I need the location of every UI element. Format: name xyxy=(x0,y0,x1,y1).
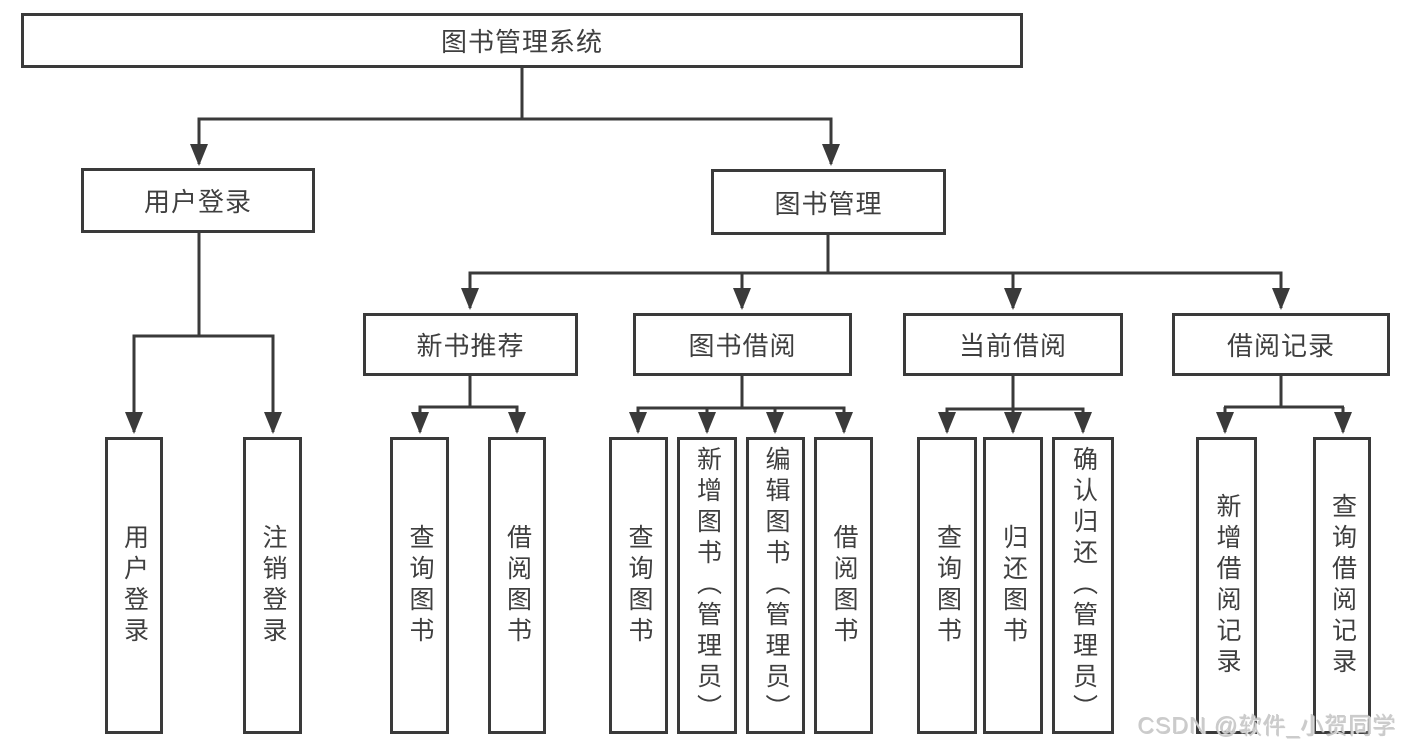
node-label: 借阅图书 xyxy=(830,523,858,648)
node-add-borrow-record: 新增借阅记录 xyxy=(1196,437,1257,734)
node-label: 新增借阅记录 xyxy=(1213,492,1241,679)
node-label: 新书推荐 xyxy=(416,331,525,361)
node-query-books-current: 查询图书 xyxy=(917,437,977,734)
node-query-borrow-record: 查询借阅记录 xyxy=(1313,437,1371,734)
node-label: 编辑图书（管理员） xyxy=(762,446,790,725)
node-label: 查询借阅记录 xyxy=(1328,492,1357,679)
node-edit-book-admin: 编辑图书（管理员） xyxy=(746,437,805,734)
node-return-book: 归还图书 xyxy=(983,437,1043,734)
node-borrow-records: 借阅记录 xyxy=(1172,313,1390,376)
node-label: 查询图书 xyxy=(406,523,434,648)
node-user-login: 用户登录 xyxy=(81,168,315,233)
node-book-borrowing: 图书借阅 xyxy=(633,313,852,376)
node-label: 借阅记录 xyxy=(1226,331,1335,361)
node-label: 确认归还（管理员） xyxy=(1069,446,1098,725)
node-label: 注销登录 xyxy=(259,523,287,648)
node-logout: 注销登录 xyxy=(243,437,302,734)
node-label: 用户登录 xyxy=(120,523,149,648)
node-borrow-books-recommend: 借阅图书 xyxy=(488,437,546,734)
node-label: 查询图书 xyxy=(933,523,962,648)
node-borrow-books: 借阅图书 xyxy=(814,437,873,734)
node-book-management: 图书管理 xyxy=(711,169,946,235)
node-label: 图书管理 xyxy=(774,188,883,219)
node-label: 新增图书（管理员） xyxy=(693,446,722,725)
node-label: 图书借阅 xyxy=(688,331,797,361)
node-label: 用户登录 xyxy=(143,187,252,217)
node-label: 查询图书 xyxy=(625,523,653,648)
csdn-watermark: CSDN @软件_小贺同学 xyxy=(1138,713,1397,739)
node-query-books-recommend: 查询图书 xyxy=(390,437,449,734)
node-label: 归还图书 xyxy=(999,523,1028,648)
node-label: 当前借阅 xyxy=(958,331,1067,361)
node-query-books-borrow: 查询图书 xyxy=(609,437,668,734)
node-user-login-leaf: 用户登录 xyxy=(105,437,163,734)
node-add-book-admin: 新增图书（管理员） xyxy=(677,437,737,734)
node-label: 借阅图书 xyxy=(503,523,532,648)
node-label: 图书管理系统 xyxy=(440,27,603,57)
node-confirm-return-admin: 确认归还（管理员） xyxy=(1052,437,1114,734)
node-new-book-recommend: 新书推荐 xyxy=(363,313,578,376)
node-library-system: 图书管理系统 xyxy=(21,13,1023,68)
node-current-borrowing: 当前借阅 xyxy=(903,313,1123,376)
